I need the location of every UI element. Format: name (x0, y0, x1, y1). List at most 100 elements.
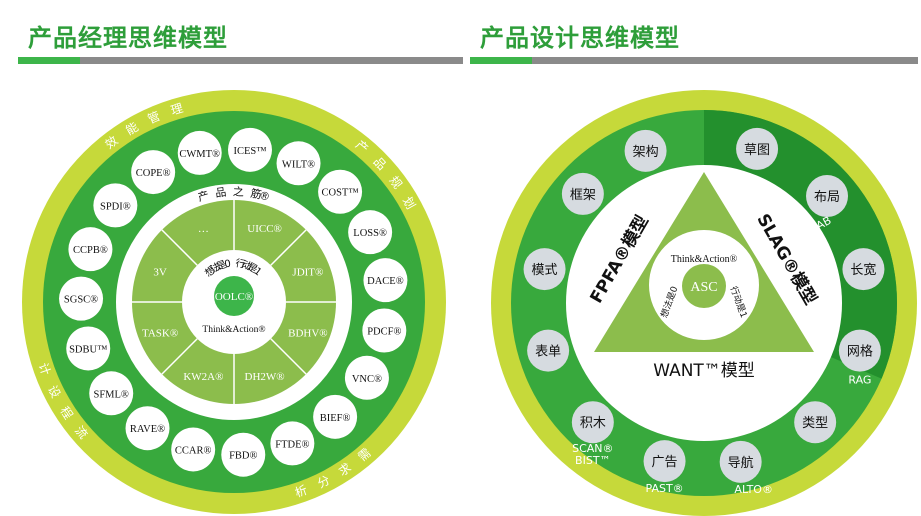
right-node: 架构 (624, 129, 667, 172)
left-node-label: COPE® (136, 168, 171, 179)
left-node: SPDI® (93, 183, 138, 228)
svg-text:®: ® (257, 189, 271, 205)
left-node-bg (362, 308, 407, 353)
left-title-underline (18, 57, 463, 64)
right-node: 积木 (571, 401, 614, 444)
right-node: 模式 (523, 248, 566, 291)
right-node-label: 草图 (744, 143, 770, 158)
svg-text:设: 设 (45, 383, 63, 400)
left-node: LOSS® (348, 210, 393, 255)
left-segment-label: BDHV® (288, 328, 328, 340)
left-node-bg (227, 127, 272, 172)
right-node-bg (523, 248, 566, 291)
right-node-label: 布局 (814, 190, 840, 205)
left-node-label: SGSC® (64, 295, 98, 306)
svg-text:分: 分 (315, 473, 332, 491)
right-node-label: 积木 (580, 416, 606, 431)
left-segment-label: KW2A® (183, 371, 223, 383)
left-node-bg (171, 427, 216, 472)
svg-text:之: 之 (233, 184, 245, 198)
left-node-bg (363, 258, 408, 303)
left-node-bg (89, 371, 134, 416)
right-center-label: ASC (690, 280, 717, 295)
left-node-bg (68, 227, 113, 272)
left-node-bg (125, 406, 170, 451)
right-title-underline (470, 57, 918, 64)
right-title: 产品设计思维模型 (480, 24, 680, 52)
svg-text:1: 1 (252, 266, 264, 279)
right-node-label: 网格 (847, 344, 873, 360)
right-node: 网格 (838, 329, 881, 372)
right-node: 草图 (736, 127, 779, 170)
left-node: SDBU™ (66, 326, 111, 371)
left-segment-label: JDIT® (292, 266, 323, 278)
left-node-bg (66, 326, 111, 371)
right-node-label: 表单 (535, 345, 561, 360)
left-node-label: FBD® (229, 451, 257, 462)
left-center-circle (214, 276, 254, 316)
left-node-bg (348, 210, 393, 255)
right-node: 表单 (527, 329, 570, 372)
right-node-label: 导航 (728, 455, 754, 471)
left-segment-dividers (132, 200, 336, 404)
right-node-bg (719, 440, 762, 483)
left-node: DACE® (363, 258, 408, 303)
left-node-circles: ICES™WILT®COST™LOSS®DACE®PDCF®VNC®BIEF®F… (59, 127, 408, 477)
svg-text:是: 是 (215, 258, 228, 273)
svg-text:计: 计 (36, 361, 53, 377)
right-node: 类型 (794, 401, 837, 444)
left-node: BIEF® (313, 394, 358, 439)
right-node: 框架 (561, 172, 604, 215)
right-node: 长宽 (842, 248, 885, 291)
left-node-label: RAVE® (130, 424, 165, 435)
left-node: RAVE® (125, 406, 170, 451)
right-center-circle (682, 264, 726, 308)
left-node: COPE® (131, 150, 176, 195)
left-node-bg (93, 183, 138, 228)
left-node-bg (276, 141, 321, 186)
left-node: ICES™ (227, 127, 272, 172)
left-segment-label: … (198, 223, 209, 235)
right-sublabel: SCAN® (572, 442, 613, 455)
left-node-label: PDCF® (367, 327, 401, 338)
svg-text:划: 划 (400, 194, 418, 211)
left-node-label: BIEF® (320, 413, 351, 424)
left-node: VNC® (344, 355, 389, 400)
left-node-label: CWMT® (179, 149, 220, 160)
left-node-label: VNC® (352, 374, 382, 385)
left-node-label: SDBU™ (69, 344, 107, 355)
right-node: 广告 (643, 440, 686, 483)
right-diagram: ASC Think&Action® 想法是0 行动是1 FPFA®模型 SLAG… (491, 90, 917, 516)
svg-text:品: 品 (215, 186, 227, 200)
right-node-label: 模式 (532, 263, 558, 278)
right-node-bg (643, 440, 686, 483)
left-segment-labels: UICC®JDIT®BDHV®DH2W®KW2A®TASK®3V… (142, 223, 328, 383)
svg-text:行: 行 (234, 256, 246, 270)
right-node: 导航 (719, 440, 762, 483)
right-center-top: Think&Action® (671, 254, 738, 265)
left-node: CCAR® (171, 427, 216, 472)
right-node-bg (736, 127, 779, 170)
svg-text:动: 动 (240, 258, 253, 273)
right-node-bg (838, 329, 881, 372)
left-node: FBD® (221, 432, 266, 477)
right-node-label: 架构 (633, 145, 659, 160)
left-node-label: SFML® (94, 389, 129, 400)
left-node-bg (313, 394, 358, 439)
right-node-bg (527, 329, 570, 372)
right-node-bg (624, 129, 667, 172)
left-node-bg (221, 432, 266, 477)
left-node: WILT® (276, 141, 321, 186)
svg-text:产: 产 (196, 188, 210, 205)
right-sublabel: ALTO® (734, 483, 773, 496)
left-node-bg (318, 169, 363, 214)
left-node-label: LOSS® (353, 228, 387, 239)
left-center-label: OOLC® (215, 291, 253, 303)
left-segment-label: TASK® (142, 328, 178, 340)
right-sublabel: RAG (848, 374, 871, 387)
right-node-label: 长宽 (850, 262, 876, 278)
